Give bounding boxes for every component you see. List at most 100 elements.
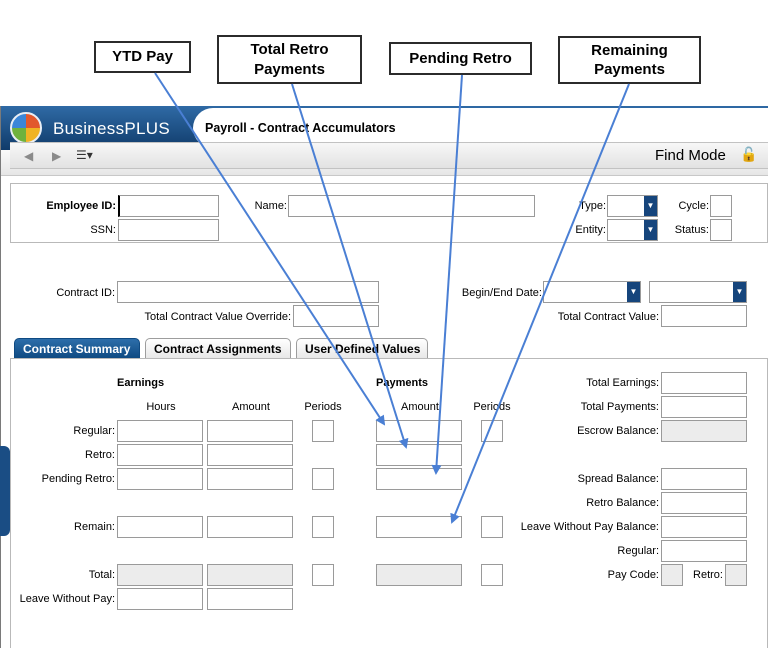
- callout-total-retro-payments: Total Retro Payments: [217, 35, 362, 84]
- total-earnings-label: Total Earnings:: [586, 377, 659, 389]
- regular-periods-field[interactable]: [312, 420, 334, 442]
- ssn-label: SSN:: [90, 224, 116, 236]
- type-dropdown-chevron-icon[interactable]: ▼: [644, 196, 657, 216]
- begin-date-chevron-icon[interactable]: ▼: [627, 282, 640, 302]
- lock-icon[interactable]: 🔓: [740, 146, 758, 162]
- status-label: Status:: [674, 224, 709, 236]
- employee-id-field[interactable]: [118, 195, 219, 217]
- name-field[interactable]: [288, 195, 535, 217]
- pending-retro-periods-field[interactable]: [312, 468, 334, 490]
- tab-contract-summary[interactable]: Contract Summary: [14, 338, 140, 358]
- retro-code-label: Retro:: [693, 569, 723, 581]
- total-payment-amount-field: [376, 564, 462, 586]
- retro-balance-label: Retro Balance:: [586, 497, 659, 509]
- regular-balance-label: Regular:: [617, 545, 659, 557]
- retro-balance-field[interactable]: [661, 492, 747, 514]
- retro-hours-field[interactable]: [117, 444, 203, 466]
- col-payment-amount: Amount: [401, 401, 439, 413]
- pending-retro-amount-field[interactable]: [207, 468, 293, 490]
- lwop-balance-field[interactable]: [661, 516, 747, 538]
- callout-pending-retro-text: Pending Retro: [409, 49, 512, 67]
- callout-ytd-pay: YTD Pay: [94, 41, 191, 73]
- contract-id-label: Contract ID:: [56, 287, 115, 299]
- regular-balance-field[interactable]: [661, 540, 747, 562]
- entity-label: Entity:: [575, 224, 606, 236]
- pay-code-field: [661, 564, 683, 586]
- contract-toolbar: ◀ ▶ ☰▾ Find Mode 🔓: [10, 142, 768, 169]
- entity-dropdown[interactable]: ▼: [607, 219, 658, 241]
- payments-header: Payments: [376, 377, 428, 389]
- entity-dropdown-chevron-icon[interactable]: ▼: [644, 220, 657, 240]
- retro-amount-field[interactable]: [207, 444, 293, 466]
- total-amount-field: [207, 564, 293, 586]
- total-contract-value-field[interactable]: [661, 305, 747, 327]
- total-contract-value-label: Total Contract Value:: [557, 311, 659, 323]
- row-regular-label: Regular:: [73, 425, 115, 437]
- total-earnings-field[interactable]: [661, 372, 747, 394]
- total-payments-field[interactable]: [661, 396, 747, 418]
- regular-payment-periods-field[interactable]: [481, 420, 503, 442]
- total-hours-field: [117, 564, 203, 586]
- remain-hours-field[interactable]: [117, 516, 203, 538]
- col-hours: Hours: [146, 401, 176, 413]
- row-lwop-label: Leave Without Pay:: [19, 593, 115, 605]
- tab-contract-assignments[interactable]: Contract Assignments: [145, 338, 291, 358]
- end-date-chevron-icon[interactable]: ▼: [733, 282, 746, 302]
- contract-id-field[interactable]: [117, 281, 379, 303]
- row-pending-retro-label: Pending Retro:: [41, 473, 115, 485]
- spread-balance-field[interactable]: [661, 468, 747, 490]
- col-payment-periods: Periods: [473, 401, 511, 413]
- contract-previous-icon[interactable]: ◀: [24, 149, 34, 163]
- callout-pending-retro: Pending Retro: [389, 42, 532, 75]
- row-total-label: Total:: [88, 569, 115, 581]
- begin-date-dropdown[interactable]: ▼: [543, 281, 641, 303]
- tab-user-defined-values[interactable]: User Defined Values: [296, 338, 428, 358]
- brand-name: BusinessPLUS: [53, 119, 170, 138]
- col-amount: Amount: [232, 401, 270, 413]
- total-payments-label: Total Payments:: [580, 401, 659, 413]
- employee-id-label: Employee ID:: [46, 200, 116, 212]
- lwop-amount-field[interactable]: [207, 588, 293, 610]
- contract-next-icon[interactable]: ▶: [52, 149, 62, 163]
- callout-remaining-payments: Remaining Payments: [558, 36, 701, 84]
- total-periods-field[interactable]: [312, 564, 334, 586]
- contract-value-override-label: Total Contract Value Override:: [144, 311, 291, 323]
- callout-remaining-text: Remaining Payments: [591, 41, 668, 79]
- spread-balance-label: Spread Balance:: [577, 473, 659, 485]
- row-remain-label: Remain:: [74, 521, 115, 533]
- earnings-header: Earnings: [117, 377, 165, 389]
- name-label: Name:: [254, 200, 287, 212]
- side-panel-handle[interactable]: [0, 446, 10, 536]
- retro-payment-amount-field[interactable]: [376, 444, 462, 466]
- begin-end-date-label: Begin/End Date:: [461, 287, 542, 299]
- regular-payment-amount-field[interactable]: [376, 420, 462, 442]
- remain-amount-field[interactable]: [207, 516, 293, 538]
- lwop-hours-field[interactable]: [117, 588, 203, 610]
- total-payment-periods-field[interactable]: [481, 564, 503, 586]
- page-title: Payroll - Contract Accumulators: [205, 121, 396, 135]
- ssn-field[interactable]: [118, 219, 219, 241]
- col-periods: Periods: [304, 401, 342, 413]
- cycle-field[interactable]: [710, 195, 732, 217]
- remain-periods-field[interactable]: [312, 516, 334, 538]
- find-mode-label: Find Mode: [655, 147, 726, 164]
- lwop-balance-label: Leave Without Pay Balance:: [520, 521, 659, 533]
- row-retro-label: Retro:: [85, 449, 115, 461]
- retro-code-field: [725, 564, 747, 586]
- callout-total-retro-text: Total Retro Payments: [250, 41, 329, 78]
- type-dropdown[interactable]: ▼: [607, 195, 658, 217]
- cycle-label: Cycle:: [678, 200, 709, 212]
- status-field[interactable]: [710, 219, 732, 241]
- pending-retro-hours-field[interactable]: [117, 468, 203, 490]
- businessplus-logo-icon: [10, 112, 42, 144]
- escrow-balance-field: [661, 420, 747, 442]
- contract-menu-icon[interactable]: ☰▾: [76, 148, 93, 162]
- type-label: Type:: [579, 200, 606, 212]
- regular-hours-field[interactable]: [117, 420, 203, 442]
- remain-payment-amount-field[interactable]: [376, 516, 462, 538]
- regular-amount-field[interactable]: [207, 420, 293, 442]
- pending-retro-payment-amount-field[interactable]: [376, 468, 462, 490]
- escrow-balance-label: Escrow Balance:: [577, 425, 659, 437]
- contract-value-override-field[interactable]: [293, 305, 379, 327]
- end-date-dropdown[interactable]: ▼: [649, 281, 747, 303]
